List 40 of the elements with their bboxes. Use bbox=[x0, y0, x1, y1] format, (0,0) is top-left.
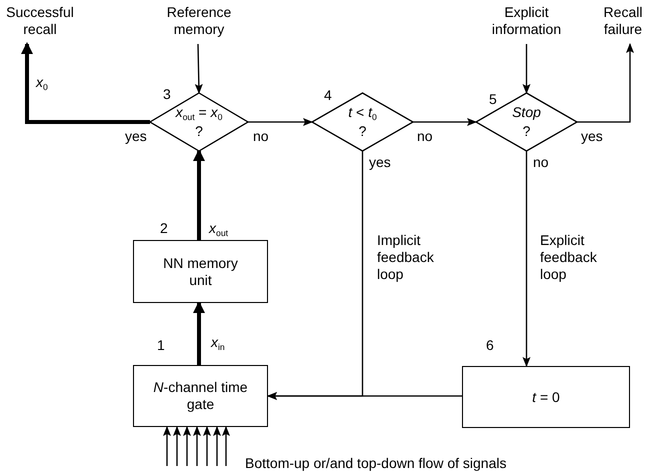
question-mark: ? bbox=[194, 123, 204, 140]
arrow bbox=[21, 42, 150, 124]
arrow bbox=[522, 151, 530, 367]
step-number: 2 bbox=[160, 220, 168, 236]
question-mark: ? bbox=[522, 123, 532, 140]
box-label: t = 0 bbox=[532, 388, 560, 406]
condition-text: x$_{out}$ = x$_{0}$ bbox=[174, 104, 224, 121]
step-number: 6 bbox=[486, 337, 494, 353]
condition-text: t < t$_{0}$ bbox=[347, 104, 378, 121]
arrow bbox=[203, 426, 211, 466]
decision-diamond bbox=[476, 93, 577, 151]
arrow bbox=[267, 392, 462, 400]
step-number: 3 bbox=[163, 86, 171, 102]
step-number: 5 bbox=[489, 91, 497, 107]
process-box bbox=[133, 365, 268, 427]
arrow bbox=[213, 426, 221, 466]
arrow bbox=[163, 426, 171, 466]
caption-text: Explicit information bbox=[490, 4, 562, 38]
arrow bbox=[173, 426, 181, 466]
caption-text: Successful recall bbox=[5, 4, 75, 38]
arrow bbox=[522, 44, 530, 94]
step-number: 4 bbox=[324, 87, 332, 103]
process-box bbox=[462, 366, 630, 428]
caption-text: Recall failure bbox=[602, 4, 644, 38]
arrow bbox=[193, 426, 201, 466]
arrow bbox=[577, 43, 634, 123]
process-box bbox=[133, 240, 268, 303]
question-mark: ? bbox=[358, 123, 368, 140]
arrow bbox=[248, 118, 313, 126]
arrow bbox=[183, 426, 191, 466]
box-label: N-channel time gate bbox=[152, 379, 249, 413]
condition-text: Stop bbox=[511, 104, 542, 121]
arrow bbox=[193, 149, 205, 240]
arrow bbox=[193, 301, 205, 365]
step-number: 1 bbox=[157, 337, 165, 353]
arrow bbox=[222, 426, 230, 466]
arrow bbox=[194, 44, 203, 94]
arrow bbox=[413, 118, 477, 126]
caption-text: Reference memory bbox=[166, 4, 232, 38]
box-label: NN memory unit bbox=[162, 254, 239, 288]
